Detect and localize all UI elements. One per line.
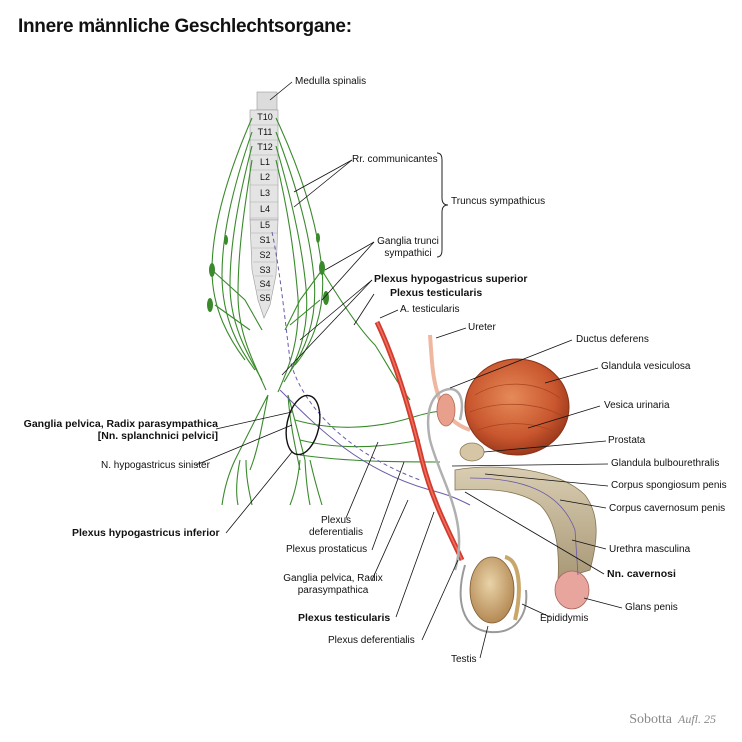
label-glandula-bulbourethralis: Glandula bulbourethralis [611, 458, 720, 469]
credit-edition: Aufl. 25 [678, 712, 716, 726]
label-a-testicularis: A. testicularis [400, 304, 460, 315]
label-n-hypogastricus-sinister: N. hypogastricus sinister [101, 460, 210, 471]
label-testis: Testis [451, 654, 477, 665]
label-plexus-deferentialis-bottom: Plexus deferentialis [328, 635, 415, 646]
label-ganglia-pelvica-line2: [Nn. splanchnici pelvici] [97, 430, 218, 442]
label-ganglia-pelvica-line1: Ganglia pelvica, Radix parasympathica [23, 418, 218, 430]
label-ganglia-pelvica: Ganglia pelvica, Radix parasympathica [N… [4, 418, 218, 442]
vertebra-label: S3 [259, 265, 271, 275]
vertebra-label: T11 [257, 127, 273, 137]
label-rr-communicantes: Rr. communicantes [352, 154, 438, 165]
label-ganglia-trunci-line1: Ganglia trunci [377, 236, 439, 247]
label-glans-penis: Glans penis [625, 602, 678, 613]
prostata [459, 442, 485, 462]
label-glandula-vesiculosa: Glandula vesiculosa [601, 361, 691, 372]
label-truncus-sympathicus: Truncus sympathicus [451, 196, 546, 207]
vertebra-label: L3 [259, 188, 270, 198]
label-plexus-testicularis-bottom: Plexus testicularis [298, 612, 391, 624]
label-nn-cavernosi: Nn. cavernosi [607, 568, 676, 580]
vertebra-label: L5 [259, 220, 270, 230]
vesica-urinaria [464, 358, 570, 456]
label-medulla-spinalis: Medulla spinalis [295, 76, 367, 87]
label-plexus-deferentialis-mid-line1: Plexus [320, 515, 351, 526]
label-vesica-urinaria: Vesica urinaria [604, 400, 670, 411]
label-plexus-hypogastricus-inferior: Plexus hypogastricus inferior [72, 527, 220, 539]
label-corpus-spongiosum: Corpus spongiosum penis [611, 480, 727, 491]
credit-name: Sobotta [629, 712, 672, 727]
vertebra-label: T12 [257, 142, 273, 152]
label-ganglia-pelvica-radix: Ganglia pelvica, Radix parasympathica [283, 573, 383, 597]
glans-penis [554, 570, 590, 610]
label-epididymis: Epididymis [540, 613, 589, 624]
ductus-deferens [426, 387, 464, 571]
label-plexus-prostaticus: Plexus prostaticus [286, 544, 368, 555]
vertebra-label: L2 [259, 172, 270, 182]
label-ganglia-pelvica-radix-line1: Ganglia pelvica, Radix [283, 573, 383, 584]
vertebra-label: S2 [259, 250, 271, 260]
label-plexus-deferentialis-mid-line2: deferentialis [309, 527, 363, 538]
label-plexus-testicularis-top: Plexus testicularis [390, 287, 483, 299]
testicular-artery [374, 320, 465, 562]
vertebra-label: L1 [259, 157, 270, 167]
label-plexus-deferentialis-mid: Plexus deferentialis [306, 515, 366, 539]
sympathetic-ganglia [207, 233, 329, 312]
label-urethra-masculina: Urethra masculina [609, 544, 691, 555]
label-plexus-hypogastricus-superior: Plexus hypogastricus superior [374, 273, 528, 285]
label-ductus-deferens: Ductus deferens [576, 334, 649, 345]
vertebra-label: S1 [259, 235, 271, 245]
label-corpus-cavernosum: Corpus cavernosum penis [609, 503, 726, 514]
label-ganglia-trunci: Ganglia trunci sympathici [372, 236, 444, 260]
vertebra-label: T10 [257, 112, 273, 122]
testis [459, 555, 528, 634]
label-ganglia-trunci-line2: sympathici [384, 248, 432, 259]
page-title: Innere männliche Geschlechtsorgane: [18, 16, 352, 37]
label-ganglia-pelvica-radix-line2: parasympathica [297, 585, 369, 596]
vertebra-label: S4 [259, 279, 271, 289]
spinal-column [249, 91, 279, 319]
parasympathetic-nerves [271, 231, 471, 506]
credit: Sobotta Aufl. 25 [629, 712, 716, 728]
label-ureter: Ureter [468, 322, 496, 333]
vertebra-label: S5 [259, 293, 271, 303]
glandula-vesiculosa [436, 393, 456, 427]
label-prostata: Prostata [608, 435, 646, 446]
penis [454, 466, 597, 610]
vertebra-label: L4 [259, 204, 270, 214]
